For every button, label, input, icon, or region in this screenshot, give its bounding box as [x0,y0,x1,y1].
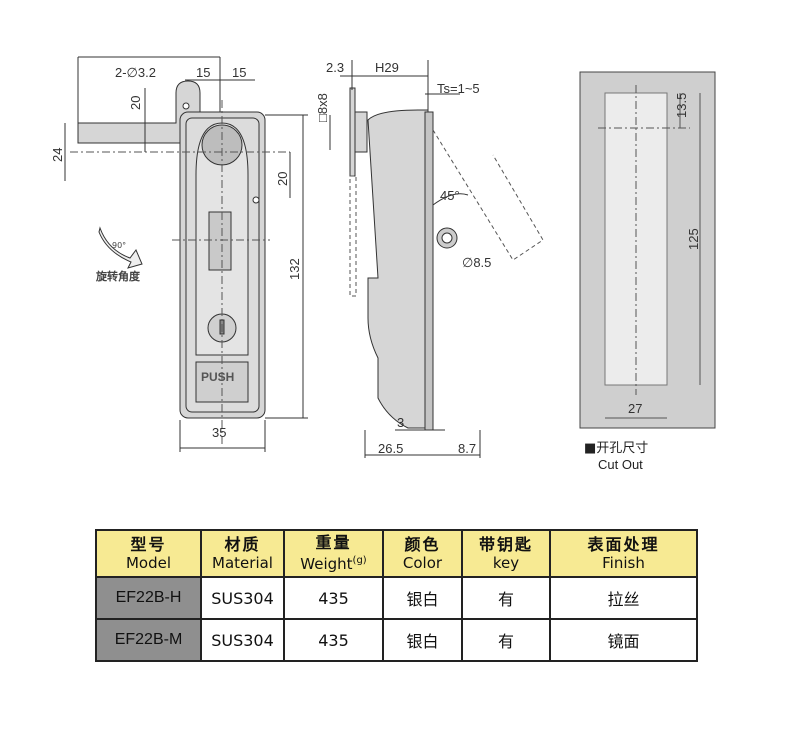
cell-weight: 435 [283,618,384,662]
dim-20-right: 20 [275,172,290,186]
cell-finish: 镜面 [549,618,698,662]
dim-15a: 15 [196,65,210,80]
angle-45: 45° [440,188,460,203]
dim-3: 3 [397,415,404,430]
rotation-angle: 90° [112,241,126,250]
table-row: EF22B-M SUS304 435 银白 有 镜面 [95,618,698,662]
dim-125: 125 [686,228,701,250]
push-label: PUSH [201,370,234,384]
dim-13-5: 13.5 [674,93,689,118]
cell-color: 银白 [382,618,463,662]
front-view [64,56,308,452]
dim-h29: H29 [375,60,399,75]
cell-key: 有 [461,618,551,662]
dim-20-top: 20 [128,96,143,110]
cutout-label-cn: ■开孔尺寸 [584,441,648,456]
square-drive: □8x8 [315,93,330,122]
rotation-label: 旋转角度 [95,269,141,283]
dim-15b: 15 [232,65,246,80]
cell-model: EF22B-H [95,576,202,620]
table-row: EF22B-H SUS304 435 银白 有 拉丝 [95,576,698,620]
holes-dim: 2-∅3.2 [115,65,156,80]
hole-8-5: ∅8.5 [462,255,491,270]
handle-arm-rotated [77,80,205,144]
cell-finish: 拉丝 [549,576,698,620]
dim-24: 24 [50,148,65,162]
cell-weight: 435 [283,576,384,620]
cell-material: SUS304 [200,576,285,620]
ts-range: Ts=1~5 [437,81,480,96]
rotation-arrow-icon [98,226,143,269]
cell-color: 银白 [382,576,463,620]
cam-plate [349,87,356,177]
dim-26-5: 26.5 [378,441,403,456]
dim-8-7: 8.7 [458,441,476,456]
side-view [329,60,544,458]
cell-material: SUS304 [200,618,285,662]
dim-132: 132 [287,258,302,280]
front-view-labels: 2-∅3.2 15 15 20 24 20 132 35 PUSH 90° 旋转… [50,65,302,440]
cell-model: EF22B-M [95,618,202,662]
side-view-labels: 2.3 H29 Ts=1~5 □8x8 45° ∅8.5 3 26.5 8.7 [315,60,491,456]
dim-27: 27 [628,401,642,416]
dim-2-3: 2.3 [326,60,344,75]
cutout-label-en: Cut Out [598,457,643,472]
cutout-view: 13.5 125 27 ■开孔尺寸 Cut Out [579,71,716,472]
side-body [367,109,429,429]
dim-35: 35 [212,425,226,440]
latch-window [208,211,232,271]
technical-drawing: 2-∅3.2 15 15 20 24 20 132 35 PUSH 90° 旋转… [50,56,716,472]
cell-key: 有 [461,576,551,620]
